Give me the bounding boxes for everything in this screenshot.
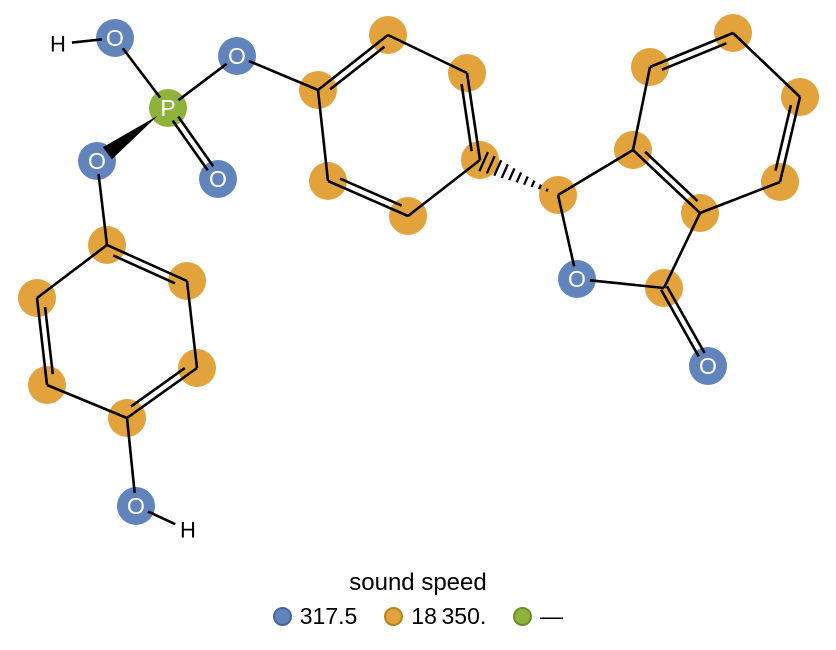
molecule-canvas: H O P O O O O H O O	[18, 14, 819, 543]
atom-label: O	[106, 25, 124, 51]
legend-swatch-icon	[272, 606, 292, 626]
bond-single	[121, 47, 162, 99]
bond-double	[35, 297, 49, 386]
legend-swatch-icon	[384, 606, 404, 626]
bond-single	[71, 38, 103, 44]
bond-single	[699, 180, 781, 215]
atom-label: P	[160, 95, 175, 121]
atom-label: O	[228, 43, 246, 69]
bond-hash-mark	[515, 171, 523, 183]
bond-double	[106, 243, 188, 283]
bond-hash-mark	[537, 184, 543, 190]
bond-double	[177, 115, 215, 168]
atom-oxygen	[117, 487, 155, 525]
bond-hash-mark	[485, 155, 496, 174]
bond-single	[662, 212, 702, 289]
bond-double	[112, 254, 176, 285]
bond-double	[661, 42, 727, 71]
bond-wedge	[102, 115, 158, 160]
atom-oxygen	[218, 37, 256, 75]
bond-double	[649, 31, 734, 69]
bond-hash-mark	[545, 188, 549, 192]
hydrogen-label: H	[180, 518, 196, 543]
legend: sound speed 317.5 18 350. —	[0, 569, 836, 630]
legend-entry: 18 350.	[384, 603, 486, 630]
bond-single	[556, 194, 576, 267]
bond-double	[43, 306, 55, 375]
bond-double	[659, 289, 700, 357]
bond-hash-mark	[478, 151, 489, 172]
legend-entry: 317.5	[272, 602, 358, 630]
legend-entry: —	[513, 603, 563, 630]
atom-label: O	[699, 353, 717, 379]
bond-single	[732, 32, 801, 98]
bond-hash-mark	[530, 180, 536, 188]
bond-hash-mark	[500, 163, 509, 179]
bond-single	[248, 59, 319, 92]
bond-single	[589, 279, 665, 290]
legend-entry-label: 317.5	[299, 602, 358, 629]
bond-double	[460, 83, 473, 152]
bond-single	[557, 148, 634, 197]
bond-single	[147, 510, 176, 526]
bond-double	[778, 96, 802, 183]
legend-entry-label: 18 350.	[411, 602, 487, 629]
bond-hash-mark	[523, 176, 529, 186]
bond-single	[125, 417, 136, 494]
atom-label: O	[88, 148, 106, 174]
bond-double	[339, 177, 403, 207]
bond-hash-mark	[493, 159, 503, 177]
atom-label: O	[127, 493, 145, 519]
atom-oxygen	[689, 347, 727, 385]
bond-double	[665, 285, 706, 354]
bond-double	[327, 179, 409, 218]
bond-single	[46, 383, 128, 420]
bond-single	[97, 173, 109, 246]
bond-single	[36, 243, 108, 300]
bond-double	[130, 367, 186, 408]
bond-single	[407, 158, 481, 218]
bond-single	[631, 66, 652, 151]
bond-single	[387, 33, 468, 75]
bond-hash-mark	[508, 167, 516, 181]
bond-single	[316, 89, 330, 182]
atom-label: O	[209, 166, 227, 192]
bond-double	[774, 104, 793, 171]
bond-double	[644, 150, 699, 202]
atom-oxygen	[96, 19, 134, 57]
bond-double	[329, 45, 386, 91]
bond-double	[171, 119, 209, 172]
bond-single	[185, 280, 199, 369]
atom-label: O	[568, 266, 586, 292]
atom-oxygen	[558, 260, 596, 298]
legend-swatch-icon	[513, 606, 533, 626]
bond-double	[465, 72, 482, 161]
hydrogen-label: H	[50, 32, 66, 57]
bond-single	[177, 62, 228, 102]
bond-double	[126, 366, 198, 420]
legend-row: 317.5 18 350. —	[0, 603, 836, 630]
legend-title: sound speed	[349, 569, 487, 596]
legend-entry-label: —	[540, 602, 564, 629]
bond-double	[317, 33, 389, 92]
bond-double	[632, 149, 701, 214]
